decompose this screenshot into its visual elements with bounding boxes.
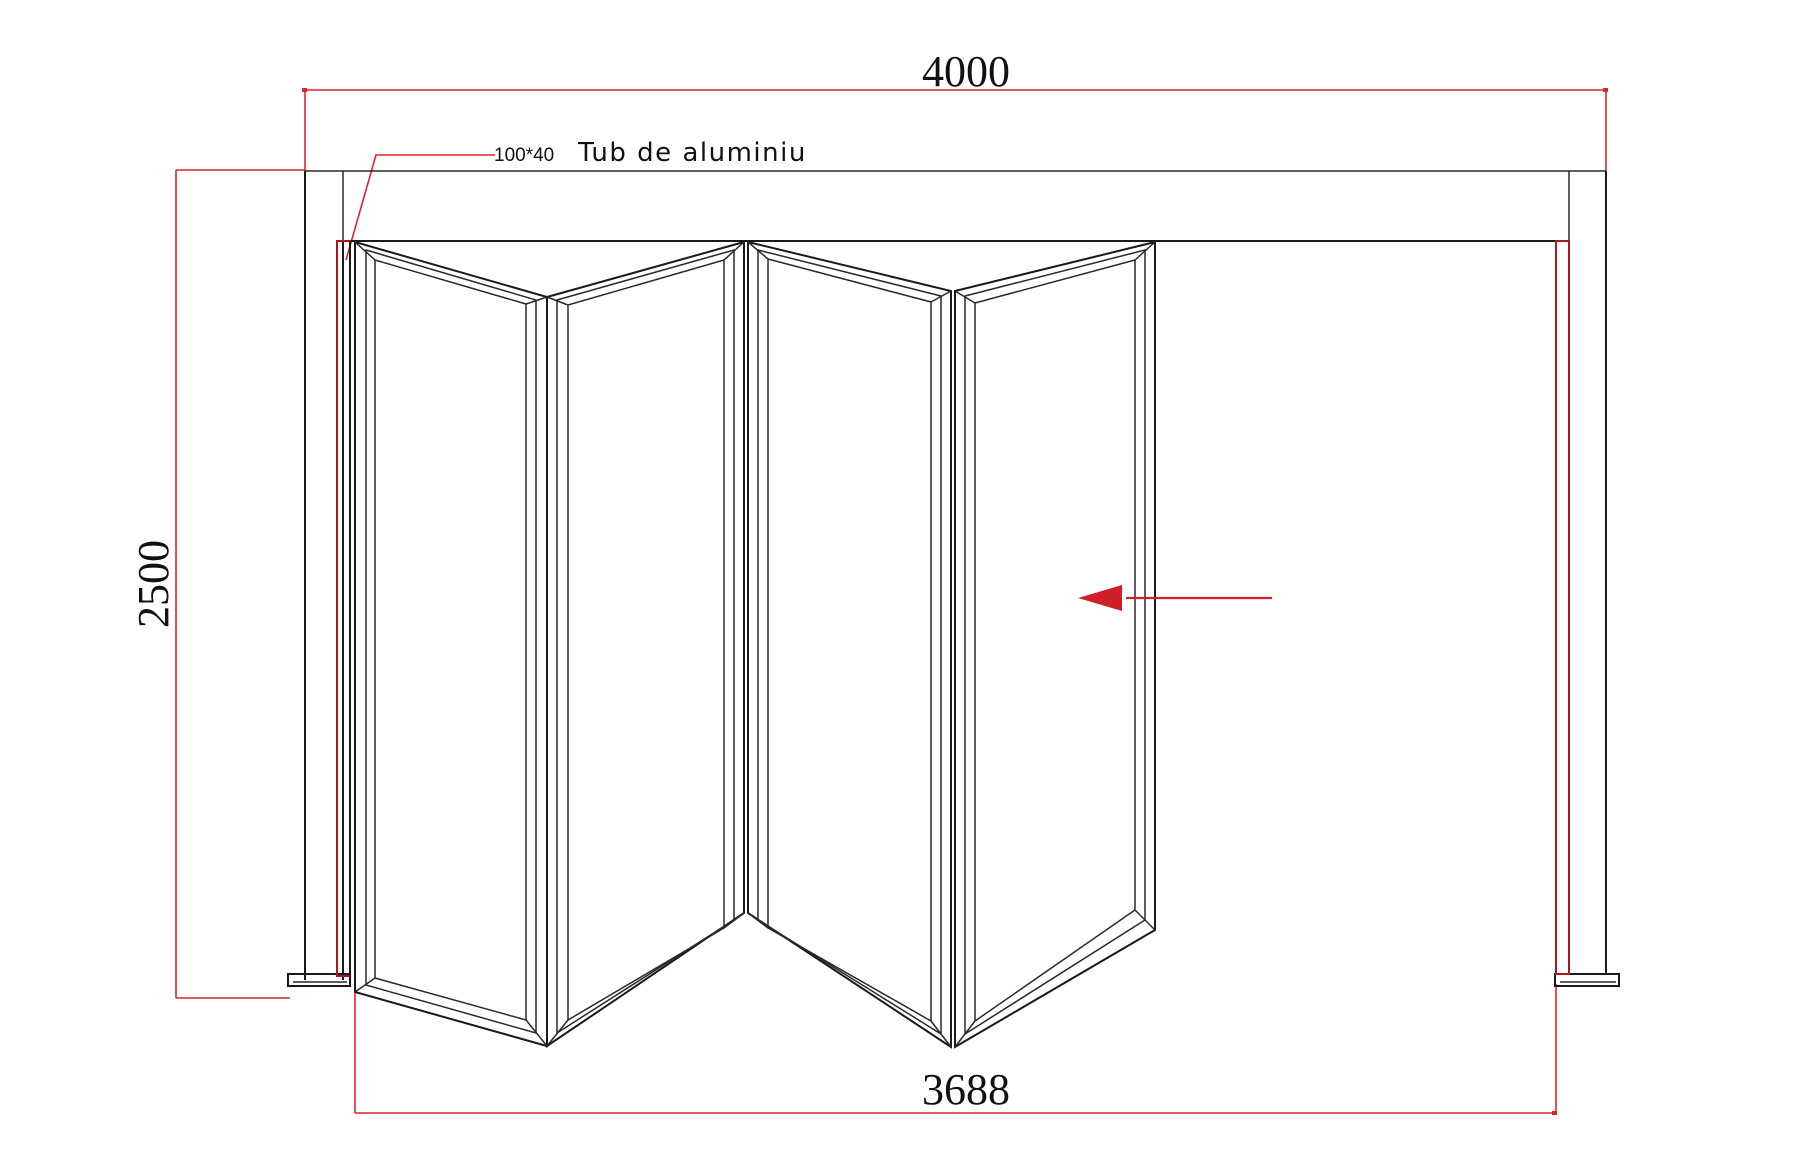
arrow-left-icon bbox=[1078, 585, 1272, 611]
door-panel-1[interactable] bbox=[354, 240, 548, 1048]
door-panel-4[interactable] bbox=[954, 240, 1156, 1049]
dimension-height-label: 2500 bbox=[129, 540, 178, 628]
dimension-opening-width: 3688 bbox=[354, 984, 1557, 1115]
profile-annotation: 100*40 Tub de aluminiu bbox=[345, 138, 807, 261]
door-panel-3[interactable] bbox=[747, 240, 952, 1049]
dimension-opening-width-label: 3688 bbox=[922, 1065, 1010, 1114]
right-jamb bbox=[1555, 240, 1570, 975]
door-panel-2[interactable] bbox=[546, 240, 745, 1048]
dimension-overall-width-label: 4000 bbox=[922, 47, 1010, 96]
profile-size-label: 100*40 bbox=[494, 145, 554, 166]
dimension-height: 2500 bbox=[129, 169, 305, 999]
profile-name-label: Tub de aluminiu bbox=[577, 138, 807, 168]
dimension-overall-width: 4000 bbox=[302, 47, 1608, 172]
side-jambs bbox=[336, 240, 1570, 986]
